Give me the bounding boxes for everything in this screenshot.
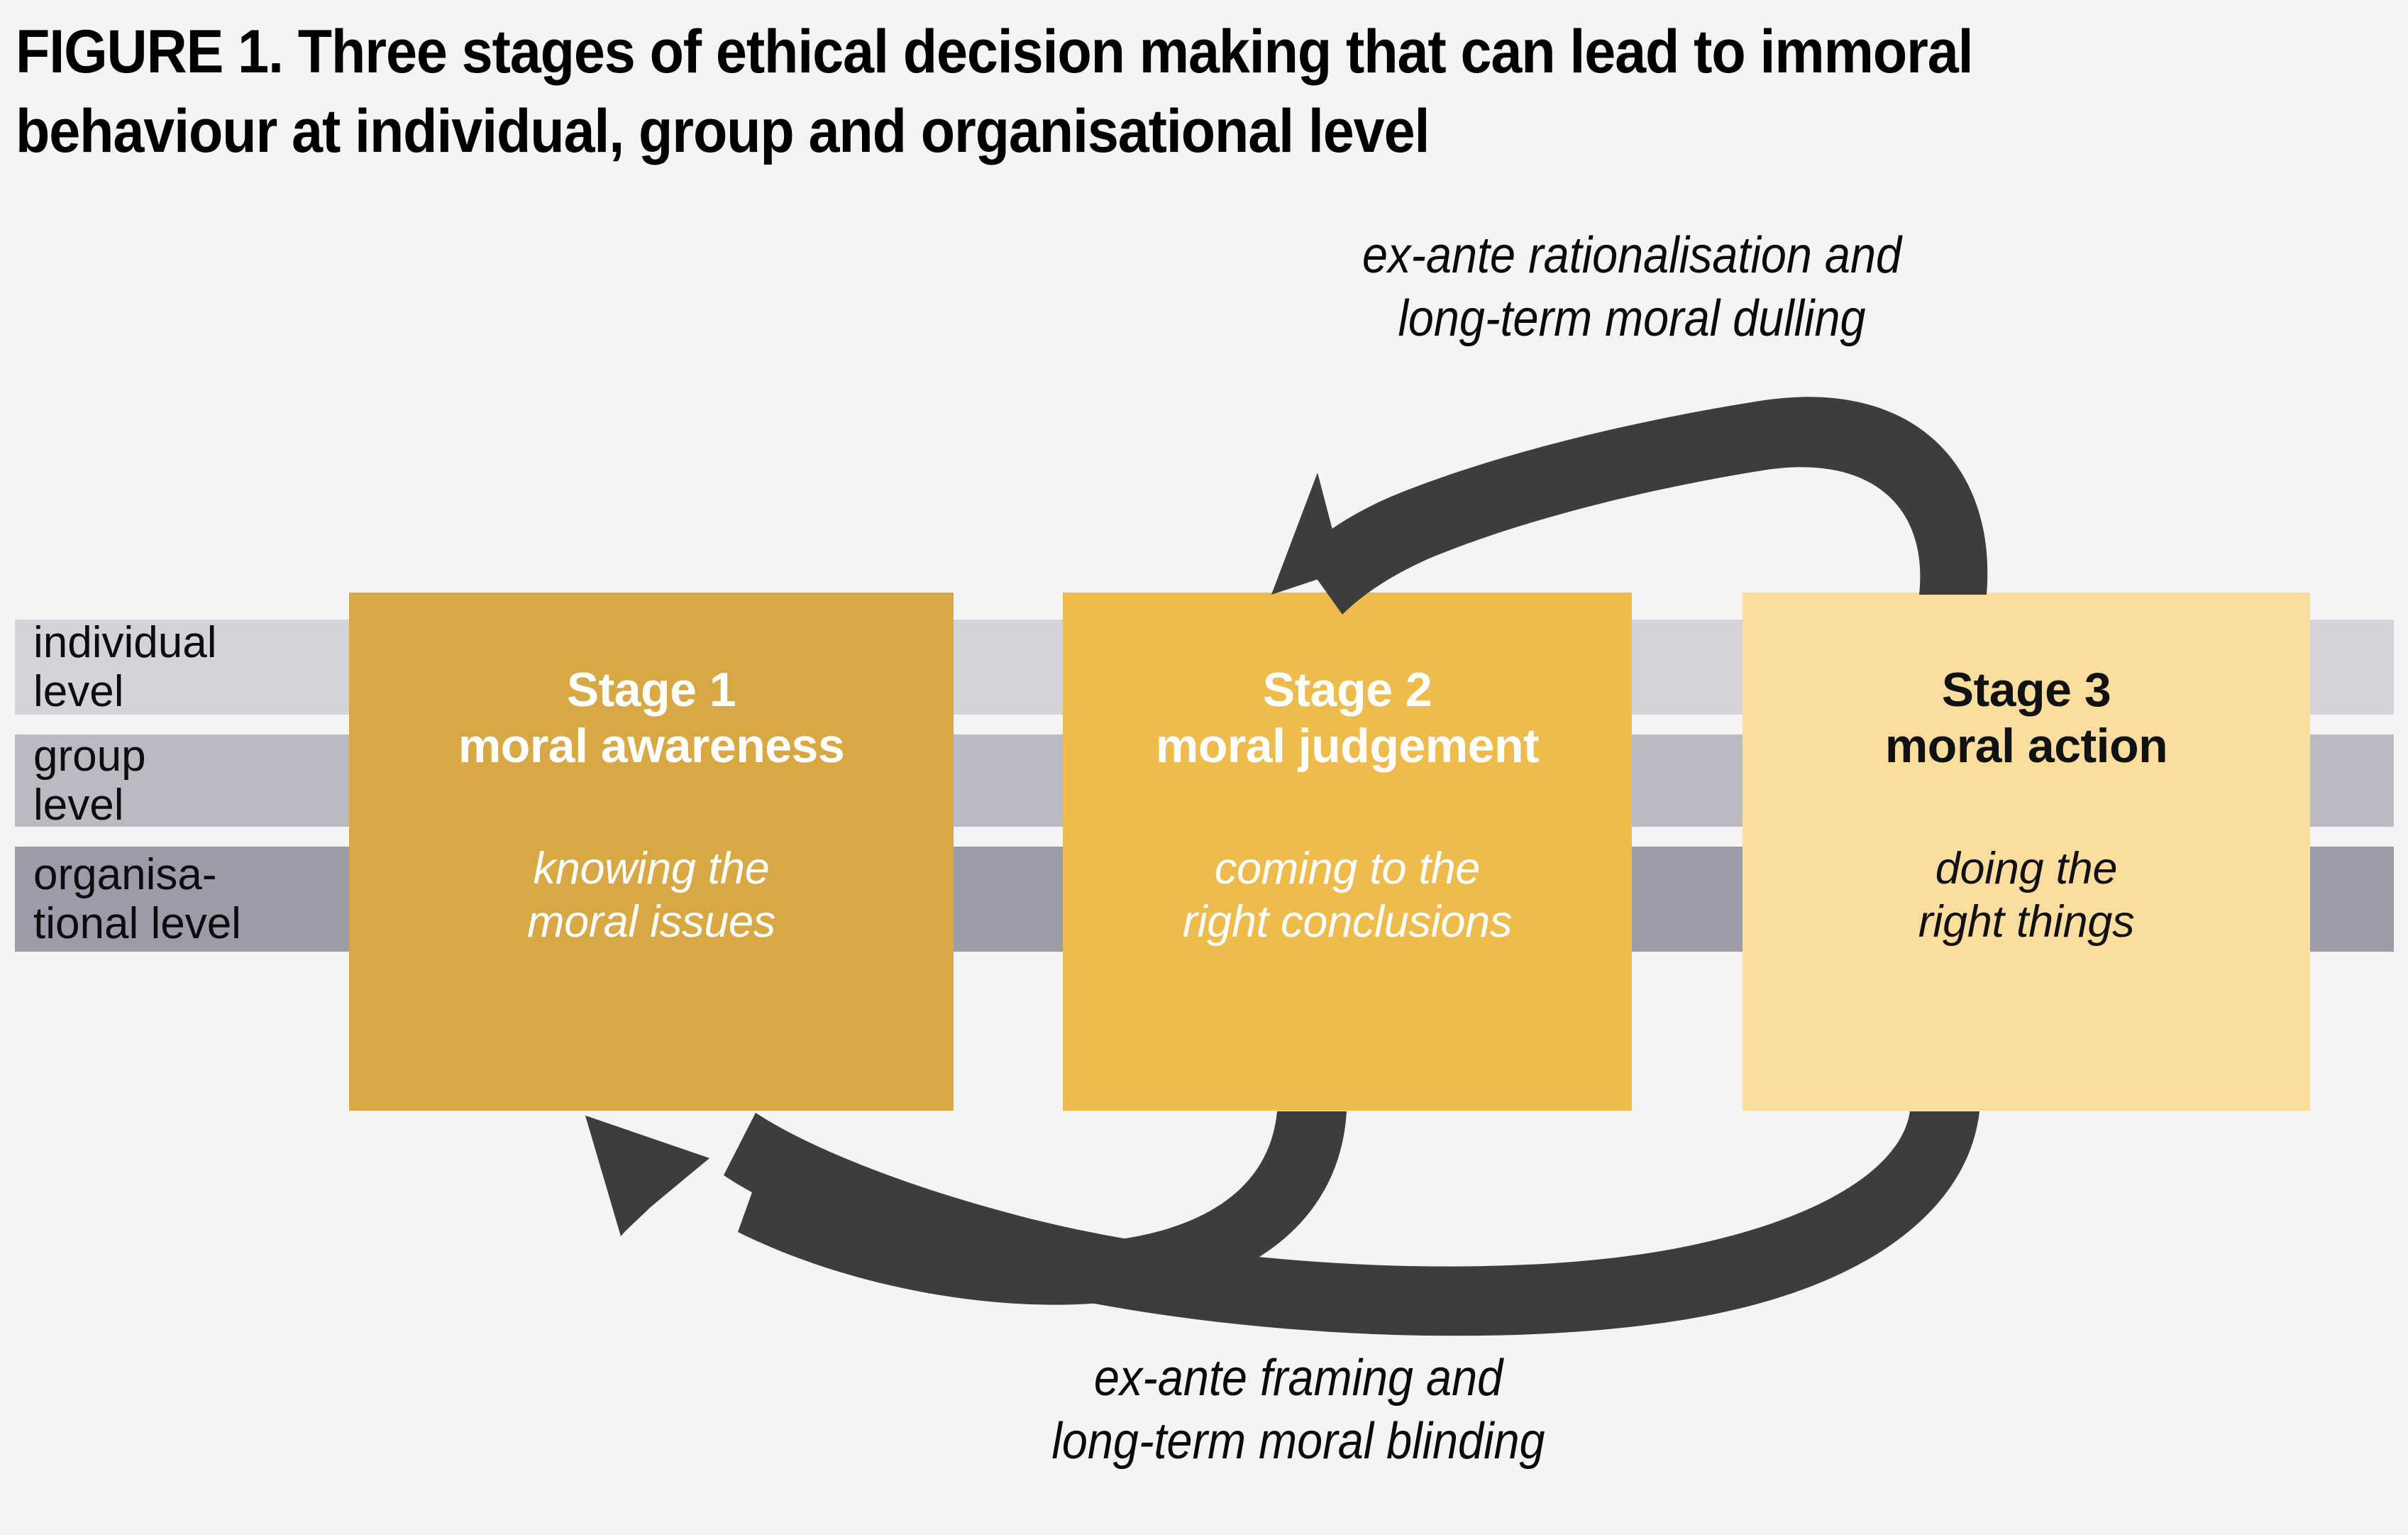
stage-2-subtitle: coming to the right conclusions [1182,843,1513,947]
stage-box-1: Stage 1 moral awareness knowing the mora… [349,593,954,1111]
bottom-feedback-arrow-head [585,1116,709,1232]
stage-1-title: Stage 1 moral awareness [458,663,845,773]
level-label-group: group level [33,731,146,830]
stage-1-subtitle: knowing the moral issues [526,843,775,947]
level-label-organisational: organisa- tional level [33,849,241,948]
bottom-feedback-arrow-head-tail [585,1116,709,1236]
stage-3-subtitle: doing the right things [1918,843,2135,947]
bottom-feedback-arrow-short [585,1111,1347,1305]
top-feedback-arrow-head [1271,473,1430,595]
figure-title-line-1: FIGURE 1. Three stages of ethical decisi… [16,18,1974,86]
top-feedback-arrow [1271,397,1988,615]
bottom-feedback-arrow-long [724,1111,1979,1336]
bottom-arrow-caption: ex-ante framing and long-term moral blin… [1051,1350,1545,1470]
bottom-feedback-arrow-head-lower [585,1116,681,1236]
bottom-feedback-arrow-short-shaft [738,1111,1347,1305]
bottom-feedback-arrow-long-shaft [724,1111,1979,1336]
stage-3-title: Stage 3 moral action [1884,663,2168,773]
stage-box-3: Stage 3 moral action doing the right thi… [1743,593,2310,1111]
level-label-individual: individual level [33,617,217,716]
stage-2-title: Stage 2 moral judgement [1155,663,1540,773]
top-feedback-arrow-shaft [1300,397,1988,615]
stage-box-2: Stage 2 moral judgement coming to the ri… [1063,593,1632,1111]
page-title: FIGURE 1. Three stages of ethical decisi… [16,13,1974,172]
figure-title-line-2: behaviour at individual, group and organ… [16,97,1430,165]
top-arrow-caption: ex-ante rationalisation and long-term mo… [1362,227,1902,348]
